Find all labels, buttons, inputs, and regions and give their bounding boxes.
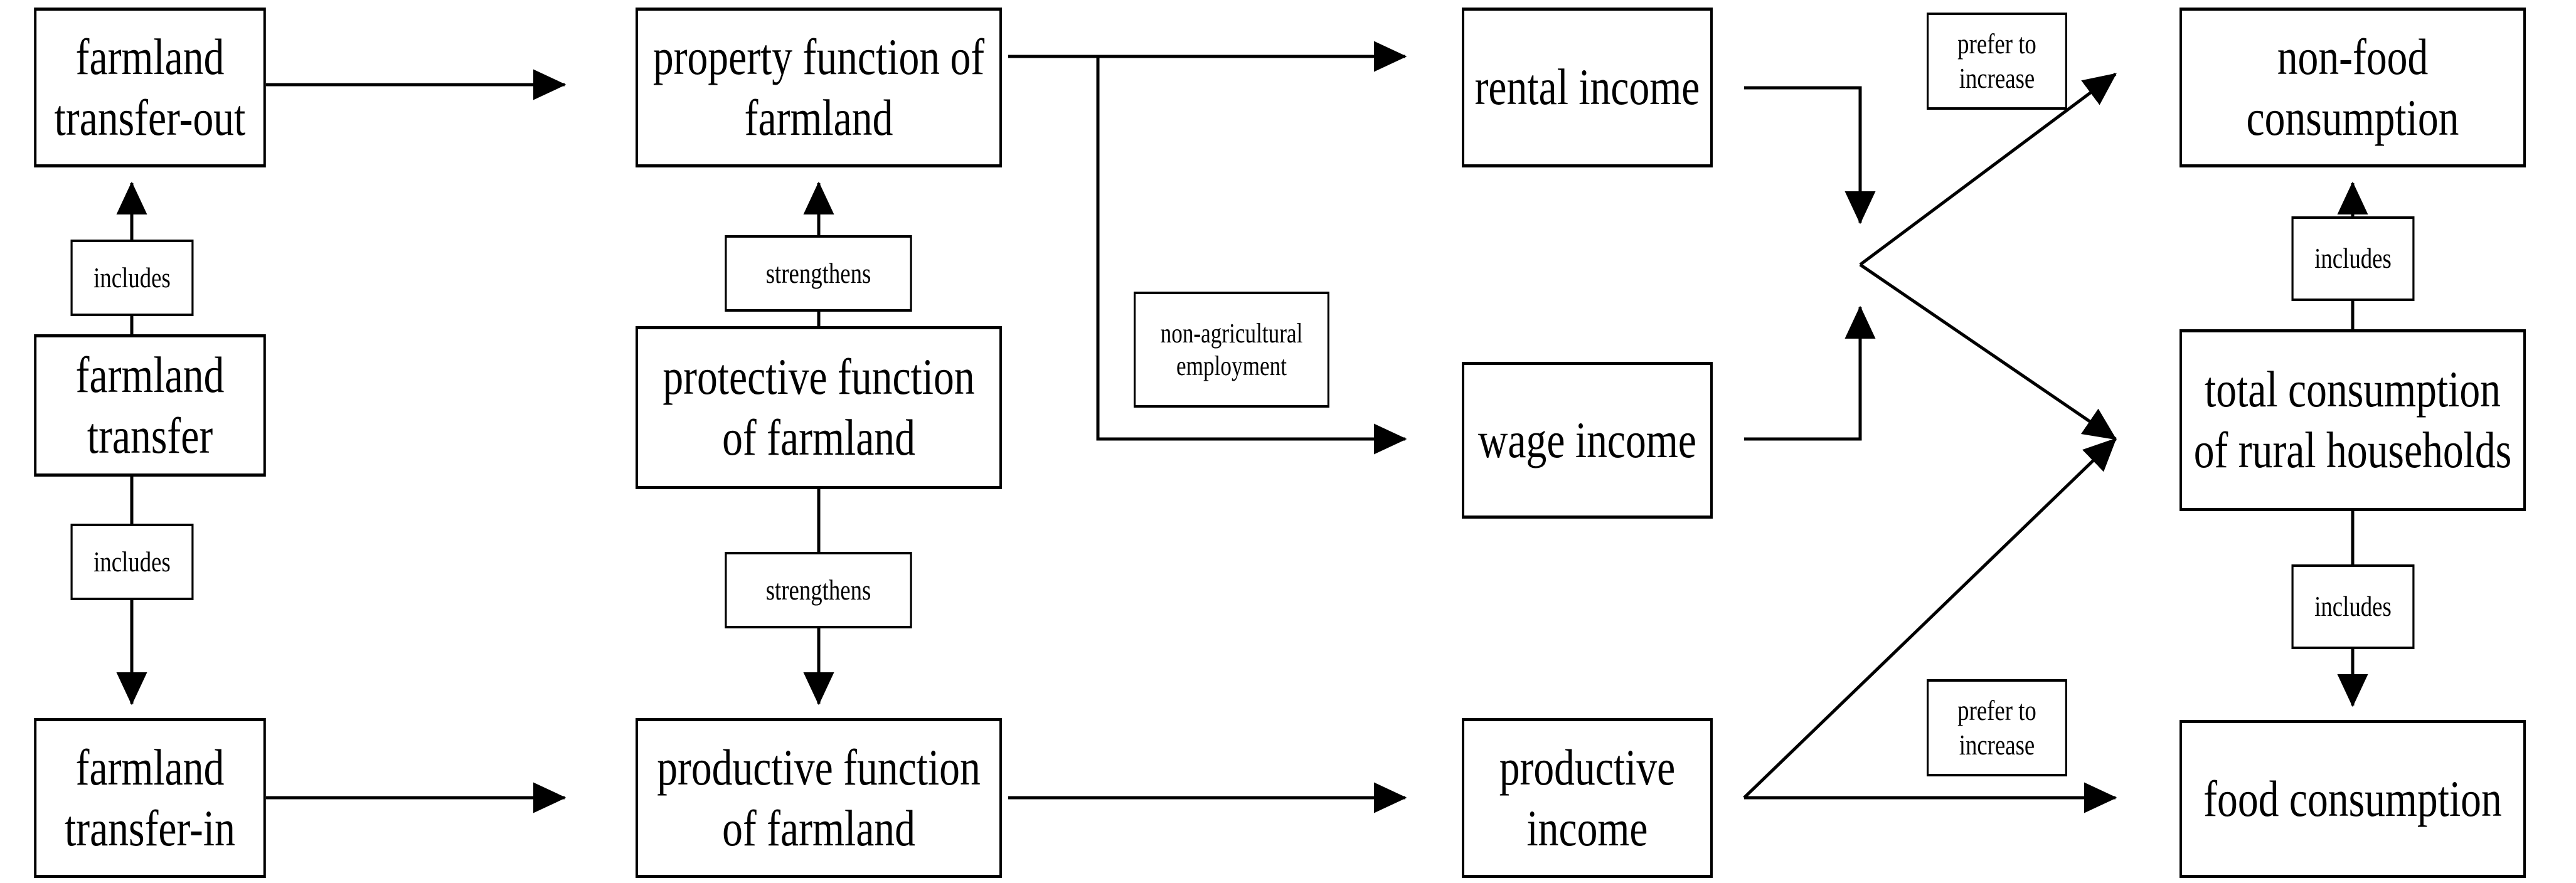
node-total-consumption-of-rural-households[interactable]: total consumption of rural households (2179, 329, 2526, 511)
edge-junction-to-total (1859, 263, 2117, 441)
node-label: includes (93, 545, 171, 578)
node-label: includes (93, 261, 171, 293)
node-label: protective function of farmland (663, 348, 975, 466)
node-productive-function-of-farmland[interactable]: productive function of farmland (636, 718, 1002, 878)
node-label: non-food consumption (2246, 28, 2459, 146)
node-label: farmland transfer (75, 346, 225, 464)
node-label: non-agricultural employment (1160, 317, 1303, 381)
node-farmland-transfer-out[interactable]: farmland transfer-out (34, 8, 266, 167)
node-label: food consumption (2203, 769, 2502, 827)
edge-rental-to-junction (1744, 86, 1876, 225)
node-productive-income[interactable]: productive income (1462, 718, 1713, 878)
node-label: prefer to increase (1957, 28, 2036, 94)
node-label: farmland transfer-in (65, 738, 235, 857)
node-protective-function-of-farmland[interactable]: protective function of farmland (636, 326, 1002, 489)
node-non-food-consumption[interactable]: non-food consumption (2179, 8, 2526, 167)
edge-productive-income-to-total (1743, 438, 2117, 799)
node-label: property function of farmland (652, 28, 985, 146)
node-property-function-of-farmland[interactable]: property function of farmland (636, 8, 1002, 167)
node-label: includes (2314, 590, 2392, 623)
node-label: total consumption of rural households (2193, 361, 2512, 479)
node-rental-income[interactable]: rental income (1462, 8, 1713, 167)
node-farmland-transfer-in[interactable]: farmland transfer-in (34, 718, 266, 878)
node-includes-3[interactable]: includes (2291, 216, 2415, 301)
node-includes-1[interactable]: includes (70, 240, 194, 316)
node-wage-income[interactable]: wage income (1462, 362, 1713, 519)
edge-wage-to-junction (1744, 305, 1876, 441)
node-farmland-transfer[interactable]: farmland transfer (34, 334, 266, 477)
node-prefer-to-increase-2[interactable]: prefer to increase (1927, 679, 2067, 776)
node-label: includes (2314, 242, 2392, 275)
edge-property-to-wage (1096, 56, 1407, 455)
node-includes-4[interactable]: includes (2291, 564, 2415, 649)
node-label: productive income (1499, 738, 1676, 857)
node-prefer-to-increase-1[interactable]: prefer to increase (1927, 13, 2067, 110)
node-strengthens-1[interactable]: strengthens (725, 235, 912, 312)
node-label: wage income (1478, 411, 1696, 468)
node-non-agricultural-employment[interactable]: non-agricultural employment (1134, 292, 1329, 408)
node-label: farmland transfer-out (54, 28, 246, 146)
node-label: rental income (1474, 58, 1700, 116)
node-label: strengthens (765, 573, 871, 606)
node-food-consumption[interactable]: food consumption (2179, 720, 2526, 878)
node-label: prefer to increase (1957, 694, 2036, 761)
node-includes-2[interactable]: includes (70, 524, 194, 600)
node-strengthens-2[interactable]: strengthens (725, 552, 912, 628)
node-label: productive function of farmland (657, 738, 981, 857)
node-label: strengthens (765, 256, 871, 289)
edge-junction-to-nonfood (1859, 72, 2117, 267)
